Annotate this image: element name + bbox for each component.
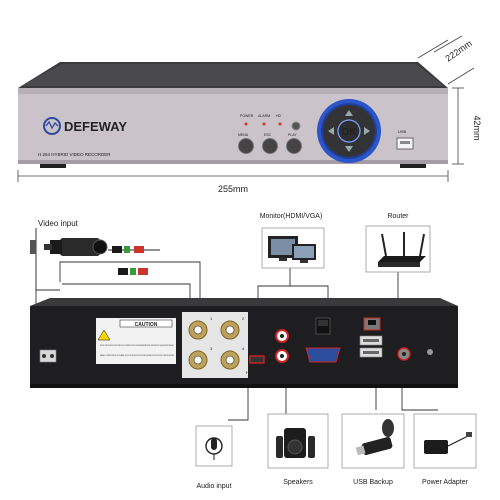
- menu-button[interactable]: [238, 138, 254, 154]
- dimension-depth: 222mm: [443, 38, 473, 63]
- led-label-power: POWER: [240, 114, 254, 118]
- audio-out-label: AUDIO OUT: [268, 368, 293, 373]
- mouse-icon: [382, 419, 394, 437]
- dvr-rear-panel: DC 12V OUT CAUTION CAUTION: TO REDUCE TH…: [30, 298, 458, 388]
- front-brand-text: DEFEWAY: [64, 119, 127, 134]
- bnc-label-1: 1: [210, 316, 213, 321]
- caution-title: CAUTION: [135, 322, 158, 328]
- caution-sticker: CAUTION CAUTION: TO REDUCE THE RISK OF E…: [96, 318, 176, 364]
- hd-port-label: HD-port: [246, 370, 263, 375]
- callout-monitor: Monitor(HDMI/VGA): [260, 213, 323, 220]
- dimension-width: 255mm: [218, 184, 248, 194]
- led-label-hd: HD: [276, 114, 282, 118]
- play-button[interactable]: [286, 138, 302, 154]
- ok-button[interactable]: [337, 119, 361, 143]
- callout-router: Router: [387, 213, 409, 220]
- router-icon: [378, 232, 426, 267]
- vga-port[interactable]: [305, 347, 341, 363]
- callout-audio-input: Audio input: [196, 483, 231, 490]
- front-buttons: MENU ESC PLAY: [238, 133, 302, 154]
- microphone-icon: [205, 437, 223, 460]
- status-leds: POWER ALARM HD: [240, 114, 282, 126]
- button-label-play: PLAY: [288, 133, 297, 137]
- esc-button[interactable]: [262, 138, 278, 154]
- audio-in-label: AUDIO IN: [270, 322, 290, 327]
- ir-receiver: [291, 121, 301, 131]
- camera-cable-connectors: [108, 246, 160, 275]
- callout-power-adapter: Power Adapter: [422, 479, 469, 486]
- bnc-port-2[interactable]: [220, 320, 240, 340]
- dvr-front-view: DEFEWAY H.264 HYBRID VIDEO RECORDER POWE…: [18, 62, 448, 168]
- button-label-menu: MENU: [238, 133, 249, 137]
- warning-body: WARNING: TO PREVENT FIRE OR SHOCK HAZARD…: [100, 354, 174, 357]
- bnc-label-4: 4: [242, 346, 245, 351]
- dimension-annotations: [17, 35, 475, 182]
- defeway-logo: [43, 117, 61, 135]
- front-subtitle-text: H.264 HYBRID VIDEO RECORDER: [38, 152, 111, 157]
- rear-dc-out-label: DC 12V OUT: [38, 370, 65, 375]
- bnc-port-4[interactable]: [220, 350, 240, 370]
- rear-usb-label: USB: [366, 368, 375, 373]
- dc-in-label: DC 12V IN: [392, 368, 414, 373]
- caution-body: CAUTION: TO REDUCE THE RISK OF ELECTRICA…: [100, 344, 174, 347]
- bnc-port-3[interactable]: [188, 350, 208, 370]
- ok-button-label: OK: [342, 127, 358, 138]
- monitor-icon: [268, 236, 316, 263]
- ground-screw: [427, 349, 433, 355]
- bnc-video-ports: 1 2 3 4: [182, 312, 248, 378]
- led-label-alarm: ALARM: [258, 114, 270, 118]
- navigation-ring[interactable]: OK: [317, 99, 381, 163]
- front-usb-label: USB: [398, 129, 407, 134]
- usb-drive-icon: [355, 436, 393, 456]
- net-label: NET: [388, 318, 397, 323]
- warning-triangle-icon: [97, 329, 111, 341]
- power-adapter-icon: [424, 432, 472, 454]
- bnc-label-3: 3: [210, 346, 213, 351]
- dc-out-terminal[interactable]: [39, 349, 57, 363]
- callout-video-input: Video input: [38, 219, 79, 228]
- button-label-esc: ESC: [264, 133, 272, 137]
- bnc-label-2: 2: [242, 316, 245, 321]
- speakers-icon: [276, 428, 315, 458]
- callout-speakers: Speakers: [283, 479, 313, 486]
- bnc-port-1[interactable]: [188, 320, 208, 340]
- dimension-height: 42mm: [472, 115, 482, 140]
- callout-usb-backup: USB Backup: [353, 479, 393, 486]
- vga-label: VGA: [316, 370, 326, 375]
- hd-port[interactable]: [249, 355, 265, 364]
- camera-icon: [30, 238, 108, 256]
